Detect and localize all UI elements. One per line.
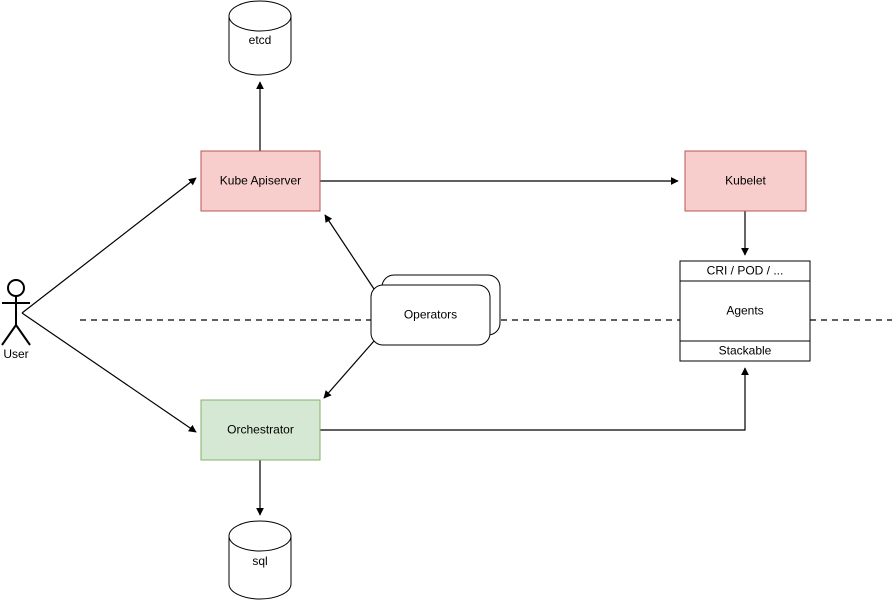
agents-footer-label: Stackable [719, 344, 772, 358]
sql-cylinder-body [228, 535, 292, 600]
node-sql[interactable]: sql [228, 520, 292, 600]
operators-box-front [370, 284, 491, 346]
etcd-cylinder-body [228, 15, 292, 76]
agents-header-label: CRI / POD / ... [707, 264, 784, 278]
agents-label: Agents [726, 304, 763, 318]
kubelet-box [684, 150, 807, 212]
node-kube-apiserver[interactable]: Kube Apiserver [200, 150, 321, 212]
user-label: User [3, 347, 28, 361]
sql-cylinder-top [228, 520, 292, 552]
user-leg-left [1, 324, 17, 346]
etcd-label: etcd [249, 33, 272, 47]
kube-apiserver-box [200, 150, 321, 212]
node-kubelet[interactable]: Kubelet [684, 150, 807, 212]
user-leg-right [15, 324, 31, 346]
edge-operators-to-orchestrator [323, 340, 375, 399]
agents-box [679, 260, 811, 362]
node-user[interactable]: User [1, 279, 31, 361]
kubelet-label: Kubelet [725, 174, 766, 188]
node-agents[interactable]: CRI / POD / ... Agents Stackable [679, 260, 811, 362]
edge-user-to-orchestrator [21, 312, 197, 433]
etcd-cylinder-top [228, 0, 292, 32]
node-etcd[interactable]: etcd [228, 0, 292, 76]
edge-operators-to-kube-apiserver [324, 214, 375, 290]
edge-layer [21, 81, 749, 516]
sql-label: sql [252, 554, 267, 568]
edge-user-to-kube-apiserver [21, 177, 197, 314]
kube-apiserver-label: Kube Apiserver [220, 174, 301, 188]
edge-orchestrator-to-stackable [320, 367, 749, 431]
node-orchestrator[interactable]: Orchestrator [200, 399, 321, 461]
node-operators[interactable]: Operators [370, 274, 501, 346]
operators-label: Operators [404, 308, 457, 322]
orchestrator-box [200, 399, 321, 461]
user-head-icon [7, 279, 25, 297]
orchestrator-label: Orchestrator [227, 423, 294, 437]
